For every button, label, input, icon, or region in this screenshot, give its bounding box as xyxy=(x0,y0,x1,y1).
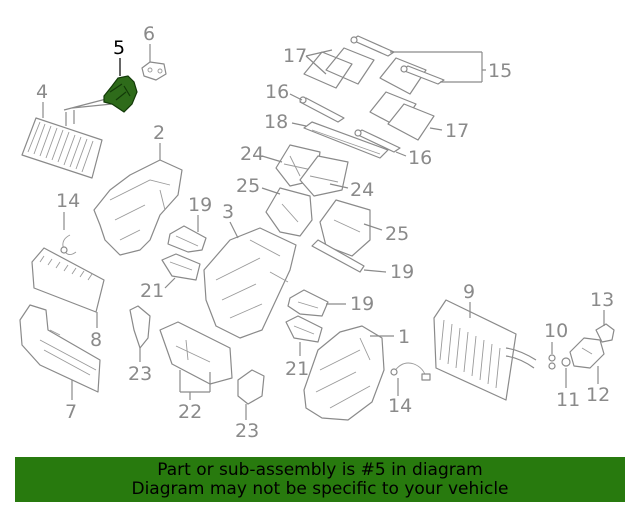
callout-24-left: 24 xyxy=(240,143,264,165)
gasket-part-6[interactable] xyxy=(141,61,167,81)
banner-line-2: Diagram may not be specific to your vehi… xyxy=(131,479,509,499)
callout-19-lower: 19 xyxy=(350,293,374,315)
link-part-20[interactable] xyxy=(311,239,365,273)
callout-23-right: 23 xyxy=(235,420,259,442)
callout-18: 18 xyxy=(264,111,288,133)
callout-1: 1 xyxy=(398,326,410,348)
callout-6: 6 xyxy=(143,23,155,45)
callout-16-upper: 16 xyxy=(265,81,289,103)
callout-22: 22 xyxy=(178,401,202,423)
case-part-3[interactable] xyxy=(203,227,297,339)
filter-part-8[interactable] xyxy=(31,247,105,313)
evaporator-part-9[interactable] xyxy=(433,299,537,401)
callout-25-left: 25 xyxy=(236,175,260,197)
case-part-1[interactable] xyxy=(303,325,385,421)
valve-plate-part-12[interactable] xyxy=(569,337,605,369)
callout-21-right: 21 xyxy=(285,358,309,380)
parts-diagram: 4 5 6 2 14 8 7 23 xyxy=(19,23,615,442)
callout-16-lower: 16 xyxy=(408,147,432,169)
callout-9: 9 xyxy=(463,281,475,303)
callout-3: 3 xyxy=(222,201,234,223)
duct-part-22[interactable] xyxy=(159,321,233,385)
bolt-part-15[interactable] xyxy=(350,35,445,85)
callout-25-right: 25 xyxy=(385,223,409,245)
door-part-21-right[interactable] xyxy=(285,315,323,343)
callout-21-left: 21 xyxy=(140,280,164,302)
callout-8: 8 xyxy=(90,329,102,351)
callout-20: 19 xyxy=(390,261,414,283)
callout-17-right: 17 xyxy=(445,120,469,142)
callout-2: 2 xyxy=(153,122,165,144)
case-part-2[interactable] xyxy=(93,159,183,256)
bolt-part-16-upper[interactable] xyxy=(299,96,345,123)
info-banner: Part or sub-assembly is #5 in diagram Di… xyxy=(15,457,625,502)
door-part-19-upper[interactable] xyxy=(167,225,207,253)
callout-23-left: 23 xyxy=(128,363,152,385)
duct-part-7[interactable] xyxy=(19,304,101,393)
door-part-25-left[interactable] xyxy=(265,187,313,237)
callout-11: 11 xyxy=(556,389,580,411)
callout-12: 12 xyxy=(586,384,610,406)
door-part-24-right[interactable] xyxy=(299,155,349,197)
filter-part-17-left[interactable] xyxy=(303,47,375,89)
callout-4: 4 xyxy=(36,81,48,103)
callout-10: 10 xyxy=(544,320,568,342)
filter-part-17-right[interactable] xyxy=(369,57,435,141)
bolt-part-16-lower[interactable] xyxy=(354,129,401,153)
sensor-part-14-left[interactable] xyxy=(60,234,77,255)
door-part-19-lower[interactable] xyxy=(287,289,329,317)
callout-14-left: 14 xyxy=(56,190,80,212)
bracket-part-23-right[interactable] xyxy=(237,369,265,405)
banner-line-1: Part or sub-assembly is #5 in diagram xyxy=(157,460,483,480)
heater-core-part[interactable] xyxy=(21,97,113,179)
callout-7: 7 xyxy=(65,401,77,423)
callout-24-right: 24 xyxy=(350,179,374,201)
sensor-part-14-right[interactable] xyxy=(390,362,431,381)
oring-part-11[interactable] xyxy=(561,357,571,367)
bracket-part-23-left[interactable] xyxy=(129,305,151,349)
callout-14-right: 14 xyxy=(388,395,412,417)
seal-part-18[interactable] xyxy=(303,121,389,159)
callout-19-upper: 19 xyxy=(188,194,212,216)
oring-part-10[interactable] xyxy=(548,354,556,370)
callout-17-left: 17 xyxy=(283,45,307,67)
door-part-21-left[interactable] xyxy=(161,253,201,281)
callout-15: 15 xyxy=(488,60,512,82)
callout-5: 5 xyxy=(113,37,125,59)
highlighted-part-5[interactable] xyxy=(103,75,138,113)
callout-13: 13 xyxy=(590,289,614,311)
